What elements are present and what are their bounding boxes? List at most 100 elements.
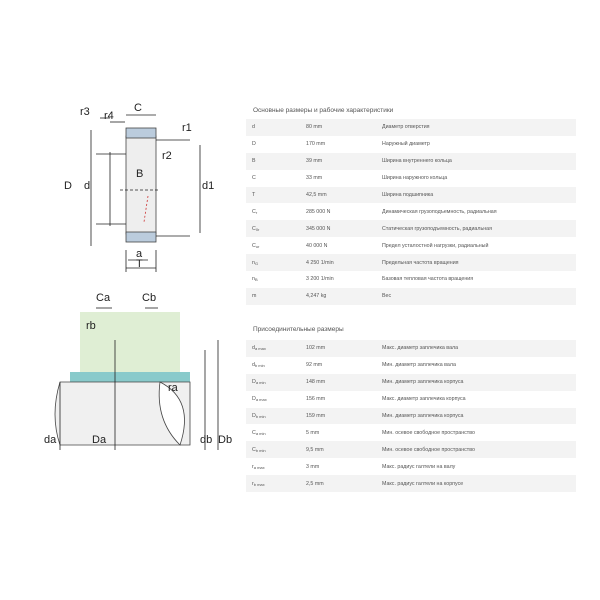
- spec-value: 80 mm: [300, 119, 376, 136]
- spec-value: 4,247 kg: [300, 287, 376, 305]
- spec-symbol: rb max: [246, 475, 300, 493]
- label-Cb: Cb: [142, 292, 157, 304]
- spec-description: Мин. осевое свободное пространство: [376, 441, 576, 459]
- spec-description: Вес: [376, 287, 576, 305]
- spec-value: 33 mm: [306, 175, 323, 182]
- spec-value: 2,5 mm: [300, 475, 376, 493]
- bearing-section-diagram: r3 r4 C r1 r2 D d B d1 a T: [40, 100, 230, 285]
- spec-value: 42,5 mm: [300, 186, 376, 204]
- spec-description: Мин. осевое свободное пространство: [382, 429, 475, 436]
- spec-value: 170 mm: [306, 141, 326, 148]
- spec-description: Макс. диаметр заплечика вала: [376, 340, 576, 357]
- spec-symbol: db min: [252, 362, 265, 369]
- spec-value: 39 mm: [300, 152, 376, 170]
- section-title-mount: Присоединительные размеры: [253, 326, 344, 333]
- label-r4: r4: [104, 110, 114, 122]
- spec-symbol: C: [252, 175, 256, 182]
- spec-value: 285 000 N: [306, 208, 331, 215]
- label-D: D: [64, 180, 72, 192]
- label-C: C: [134, 102, 142, 114]
- label-rb: rb: [86, 320, 96, 332]
- spec-description: Макс. радиус галтели на валу: [382, 463, 456, 470]
- spec-description: Статическая грузоподъемность, радиальная: [376, 220, 576, 238]
- spec-symbol: Cb min: [246, 441, 300, 459]
- spec-value: 3 mm: [306, 463, 320, 470]
- spec-symbol: Cr: [252, 208, 258, 215]
- label-Ca: Ca: [96, 292, 111, 304]
- label-Db: Db: [218, 434, 233, 446]
- spec-symbol: T: [246, 186, 300, 204]
- spec-value: 40 000 N: [306, 242, 328, 249]
- spec-description: Ширина подшипника: [376, 186, 576, 204]
- spec-symbol: m: [246, 287, 300, 305]
- spec-value: 148 mm: [300, 373, 376, 391]
- spec-symbol: Da min: [246, 373, 300, 391]
- label-Da: Da: [92, 434, 107, 446]
- label-B: B: [136, 168, 144, 180]
- spec-description: Мин. диаметр заплечика корпуса: [376, 373, 576, 391]
- spec-description: Макс. радиус галтели на корпусе: [376, 475, 576, 493]
- mounting-diagram: Ca Cb rb ra da Da db Db: [40, 290, 240, 465]
- spec-row: nB 3 200 1/min Базовая тепловая частота вр…: [246, 271, 576, 288]
- label-ra: ra: [168, 382, 178, 394]
- spec-row: C 33 mm Ширина наружного кольца: [246, 170, 576, 187]
- spec-description: Предельная частота вращения: [376, 254, 576, 272]
- spec-symbol: da max: [246, 340, 300, 357]
- spec-description: Предел усталостной нагрузки, радиальный: [382, 242, 489, 249]
- spec-description: Наружный диаметр: [382, 141, 430, 148]
- spec-symbol: d: [246, 119, 300, 136]
- spec-description: Макс. диаметр заплечика корпуса: [382, 396, 466, 403]
- spec-value: 9,5 mm: [300, 441, 376, 459]
- spec-description: Мин. диаметр заплечика корпуса: [376, 407, 576, 425]
- spec-symbol: Da max: [252, 396, 267, 403]
- spec-description: Диаметр отверстия: [376, 119, 576, 136]
- spec-symbol: Db min: [246, 407, 300, 425]
- label-a: a: [136, 248, 143, 260]
- spec-row: D 170 mm Наружный диаметр: [246, 136, 576, 153]
- label-da: da: [44, 434, 57, 446]
- spec-value: 92 mm: [306, 362, 323, 369]
- spec-value: 159 mm: [300, 407, 376, 425]
- spec-value: 5 mm: [306, 429, 320, 436]
- spec-description: Ширина внутреннего кольца: [376, 152, 576, 170]
- spec-description: Динамическая грузоподъемность, радиальна…: [382, 208, 497, 215]
- spec-value: 102 mm: [300, 340, 376, 357]
- spec-row: Cr 285 000 N Динамическая грузоподъемность…: [246, 203, 576, 220]
- spec-symbol: D: [252, 141, 256, 148]
- mounting-drawing: [54, 307, 219, 450]
- label-r3: r3: [80, 106, 90, 118]
- spec-row: db min 92 mm Мин. диаметр заплечика вала: [246, 357, 576, 374]
- bearing-drawing: [90, 114, 201, 272]
- spec-symbol: ra max: [252, 463, 265, 470]
- spec-description: Базовая тепловая частота вращения: [382, 276, 474, 283]
- spec-row: ra max 3 mm Макс. радиус галтели на валу: [246, 458, 576, 475]
- label-db: db: [200, 434, 213, 446]
- spec-symbol: Cur: [252, 242, 260, 249]
- section-title-main: Основные размеры и рабочие характеристик…: [253, 107, 394, 114]
- label-r2: r2: [162, 150, 172, 162]
- spec-description: Ширина наружного кольца: [382, 175, 448, 182]
- label-r1: r1: [182, 122, 192, 134]
- spec-row: Ca min 5 mm Мин. осевое свободное простран…: [246, 424, 576, 441]
- spec-symbol: nB: [252, 276, 258, 283]
- spec-value: 3 200 1/min: [306, 276, 334, 283]
- spec-symbol: nG: [246, 254, 300, 272]
- spec-value: 156 mm: [306, 396, 326, 403]
- spec-row: Cur 40 000 N Предел усталостной нагрузки, …: [246, 237, 576, 254]
- spec-symbol: Ca min: [252, 429, 266, 436]
- label-d1: d1: [202, 180, 215, 192]
- spec-description: Мин. диаметр заплечика вала: [382, 362, 456, 369]
